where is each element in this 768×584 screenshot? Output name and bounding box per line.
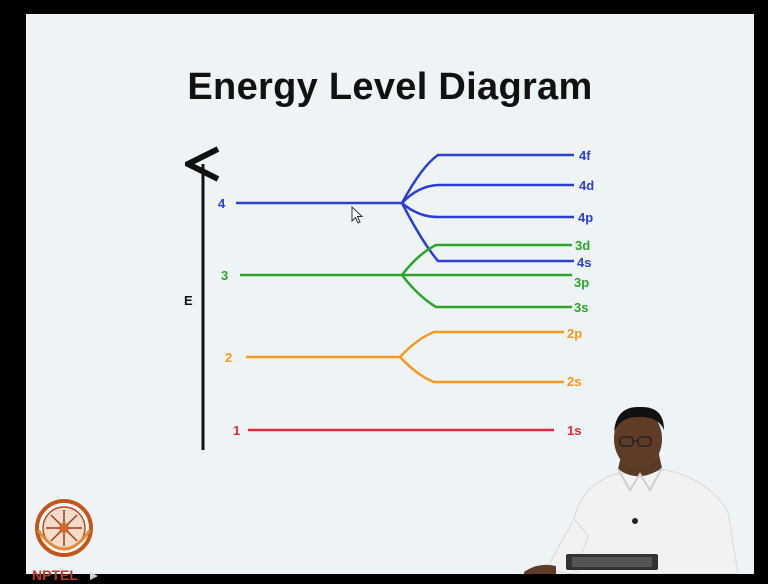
sublevel-label-4f: 4f xyxy=(579,148,591,163)
branch-4d xyxy=(401,183,574,204)
level-label-1: 1 xyxy=(233,423,240,438)
branch-4f xyxy=(400,153,574,204)
branch-2p xyxy=(399,330,564,358)
shell-3 xyxy=(240,243,572,309)
branch-3s xyxy=(401,274,572,309)
sublevel-label-2p: 2p xyxy=(567,326,582,341)
branch-4p xyxy=(401,202,574,219)
shell-4 xyxy=(236,153,574,263)
mouse-cursor-icon xyxy=(351,205,364,224)
sublevel-label-4s: 4s xyxy=(577,255,591,270)
level-label-3: 3 xyxy=(221,268,228,283)
sublevel-label-3p: 3p xyxy=(574,275,589,290)
sublevel-label-3s: 3s xyxy=(574,300,588,315)
energy-level-diagram: E xyxy=(184,14,594,450)
sublevel-label-2s: 2s xyxy=(567,374,581,389)
energy-axis-label: E xyxy=(184,293,193,308)
presenter-video xyxy=(524,406,739,574)
nptel-logo: NPTEL xyxy=(32,499,98,583)
slide: Energy Level Diagram E xyxy=(26,14,754,583)
level-label-2: 2 xyxy=(225,350,232,365)
level-label-4: 4 xyxy=(218,196,226,211)
sublevel-label-4d: 4d xyxy=(579,178,594,193)
branch-2s xyxy=(399,356,564,384)
sublevel-label-3d: 3d xyxy=(575,238,590,253)
sublevel-label-4p: 4p xyxy=(578,210,593,225)
branch-4s xyxy=(400,202,574,263)
shell-2 xyxy=(246,330,564,384)
branch-3d xyxy=(401,243,572,276)
sublevel-label-1s: 1s xyxy=(567,423,581,438)
slide-title: Energy Level Diagram xyxy=(187,66,593,108)
